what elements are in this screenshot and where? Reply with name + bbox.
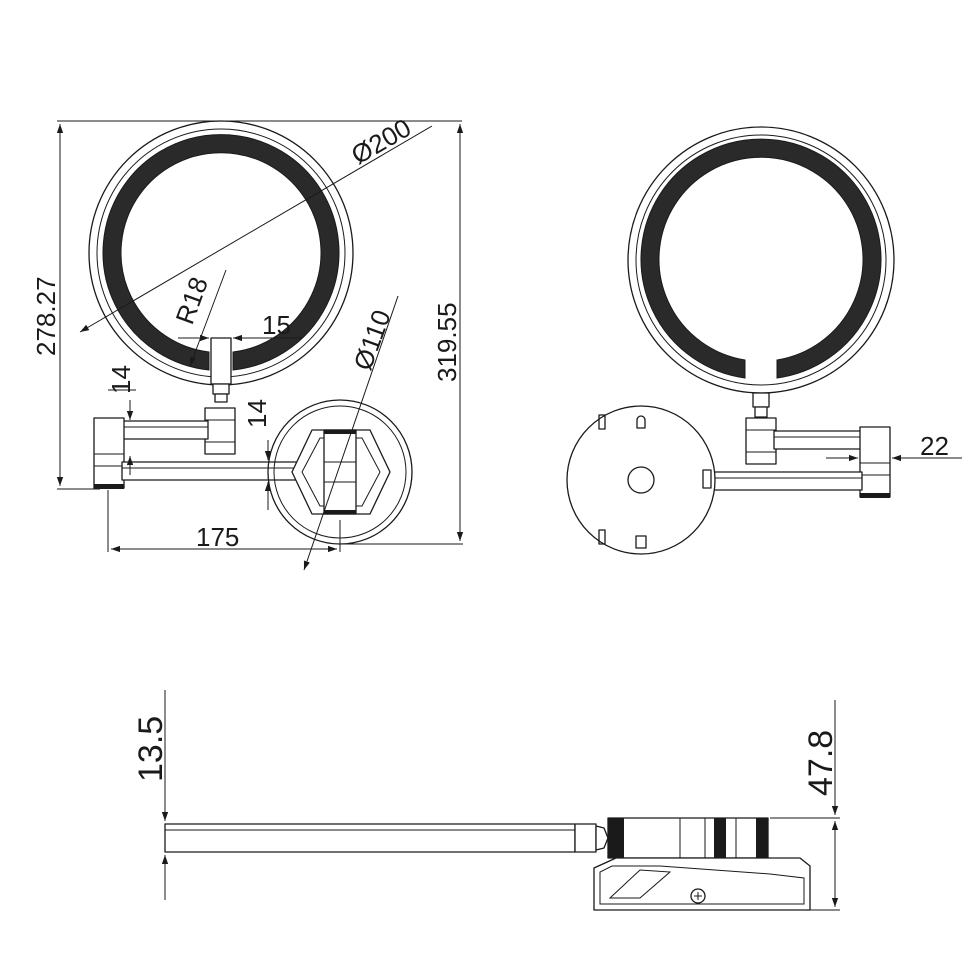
side-base-screw bbox=[690, 888, 706, 904]
upper-joint bbox=[204, 407, 236, 455]
side-view bbox=[164, 817, 811, 911]
dim-175: 175 bbox=[196, 522, 239, 552]
dim-dia-110: Ø110 bbox=[347, 306, 396, 374]
neck-connector-lower bbox=[214, 393, 228, 403]
elbow-hinge bbox=[93, 417, 125, 489]
back-upper-arm bbox=[773, 430, 863, 450]
elbow-cap bbox=[94, 484, 124, 489]
back-wall-plate bbox=[566, 405, 716, 555]
dim-14-right: 14 bbox=[242, 399, 272, 428]
dim-15: 15 bbox=[262, 310, 291, 340]
back-lower-arm bbox=[707, 471, 863, 491]
back-upper-joint bbox=[745, 417, 777, 465]
side-view-dimensions: 13.5 47.8 bbox=[132, 690, 840, 911]
back-neck-connector bbox=[752, 392, 770, 408]
upper-arm bbox=[115, 420, 209, 440]
mirror-neck bbox=[210, 337, 232, 385]
side-swivel-tip bbox=[595, 825, 609, 851]
led-ring bbox=[102, 134, 340, 371]
back-elbow-hinge bbox=[859, 426, 891, 498]
back-mirror-rim bbox=[635, 134, 887, 386]
base-swivel bbox=[323, 429, 357, 515]
back-led-ring bbox=[640, 138, 882, 379]
back-view bbox=[566, 126, 895, 555]
keyhole-slot bbox=[636, 415, 646, 429]
side-hinge-body bbox=[607, 817, 769, 859]
back-view-dimensions: 22 bbox=[826, 431, 962, 462]
side-arm bbox=[164, 823, 576, 853]
front-view-dimensions: 278.27 319.55 Ø200 R18 15 Ø110 14 14 175 bbox=[31, 112, 464, 571]
dim-22: 22 bbox=[920, 431, 949, 461]
dim-47-8: 47.8 bbox=[802, 730, 840, 796]
dim-319-55: 319.55 bbox=[432, 302, 462, 382]
back-mirror-outer bbox=[627, 126, 895, 394]
dim-14-left: 14 bbox=[106, 365, 136, 394]
back-center-hole bbox=[627, 466, 655, 494]
dim-278-27: 278.27 bbox=[31, 276, 61, 356]
dim-13-5: 13.5 bbox=[132, 716, 170, 782]
neck-connector bbox=[212, 383, 230, 395]
front-view bbox=[88, 120, 413, 545]
